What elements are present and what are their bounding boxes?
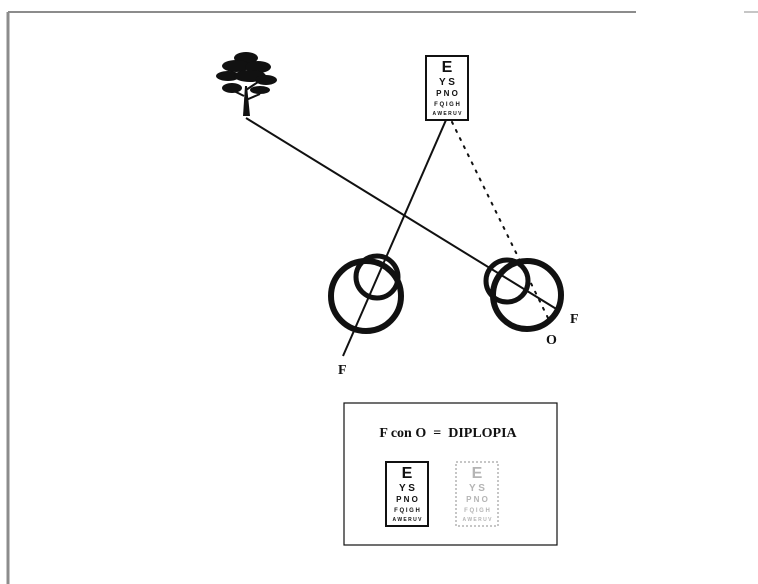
chart-row-1: E xyxy=(442,59,453,76)
sharp-chart-row-1: E xyxy=(402,465,413,482)
diplopia-equation: F con O = DIPLOPIA xyxy=(379,426,517,441)
chart-row-5: A W E R U V xyxy=(433,111,463,117)
ghost-chart-row-5: A W E R U V xyxy=(463,517,493,523)
sharp-chart-row-2: Y S xyxy=(399,483,415,494)
chart-row-3: P N O xyxy=(436,89,458,98)
chart-row-4: F Q I G H xyxy=(434,102,460,108)
ghost-chart-row-1: E xyxy=(472,465,483,482)
result-box-frame xyxy=(344,403,557,545)
sharp-chart-row-3: P N O xyxy=(396,495,418,504)
left-eye-label-f: F xyxy=(338,363,347,378)
ghost-eye-chart-icon: E Y S P N O F Q I G H A W E R U V xyxy=(456,462,498,526)
ghost-chart-row-3: P N O xyxy=(466,495,488,504)
result-box: F con O = DIPLOPIA E Y S P N O F Q I G H… xyxy=(344,403,557,545)
eye-chart-icon: E Y S P N O F Q I G H A W E R U V xyxy=(426,56,468,120)
right-eye-label-f: F xyxy=(570,312,579,327)
ghost-chart-row-4: F Q I G H xyxy=(464,508,490,514)
sharp-chart-row-4: F Q I G H xyxy=(394,508,420,514)
right-eye-label-o: O xyxy=(546,333,557,348)
chart-row-2: Y S xyxy=(439,77,455,88)
sharp-chart-row-5: A W E R U V xyxy=(393,517,423,523)
sharp-eye-chart-icon: E Y S P N O F Q I G H A W E R U V xyxy=(386,462,428,526)
ghost-chart-row-2: Y S xyxy=(469,483,485,494)
